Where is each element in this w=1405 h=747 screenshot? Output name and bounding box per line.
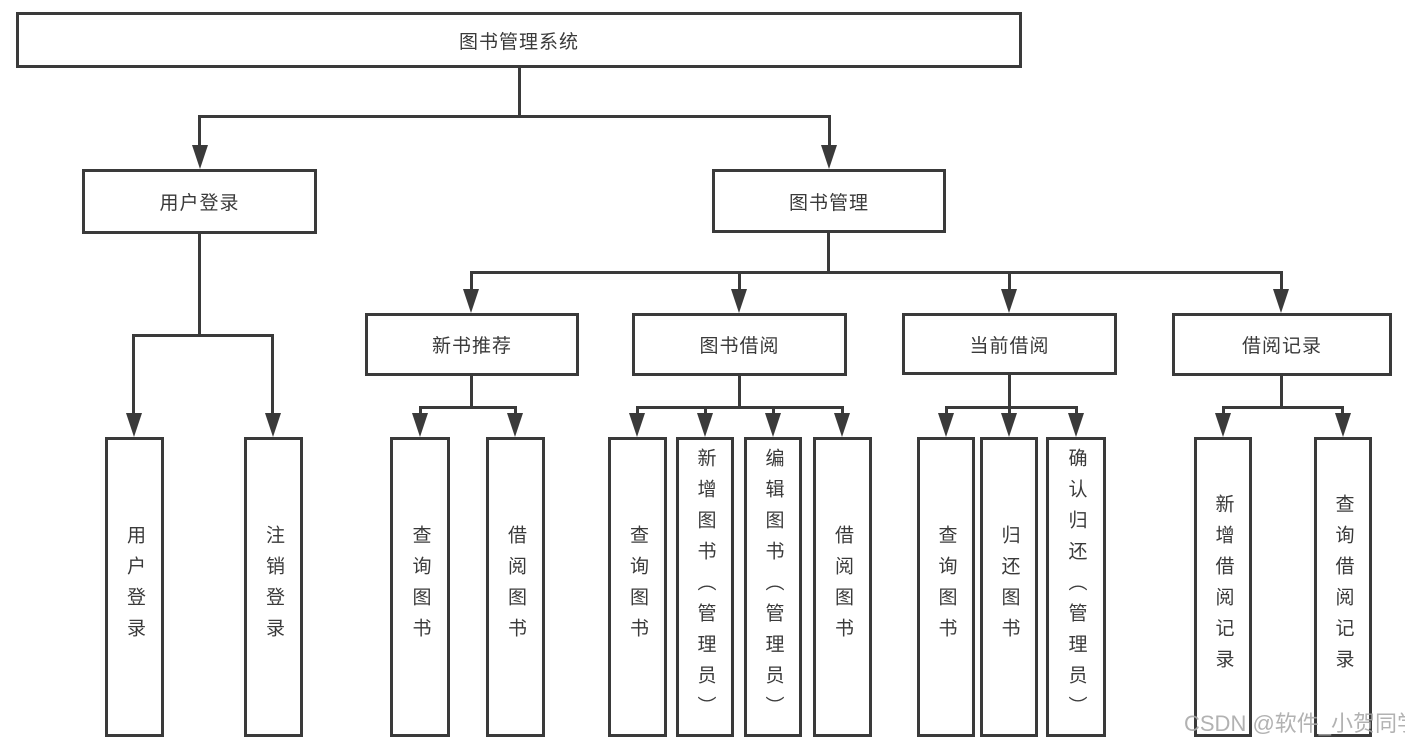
node-br-add-record: 新增借阅记录 xyxy=(1194,437,1252,737)
node-nb-borrow-books: 借阅图书 xyxy=(486,437,545,737)
node-leaf-user-login: 用户登录 xyxy=(105,437,164,737)
connector-cb-drop-2 xyxy=(1008,406,1011,415)
connector-cb-drop-1 xyxy=(945,406,948,415)
connector-nb-drop-2 xyxy=(514,406,517,415)
connector-root-stem xyxy=(518,68,521,118)
node-root: 图书管理系统 xyxy=(16,12,1022,68)
connector-book-borrow-stem xyxy=(738,376,741,409)
node-book-borrow: 图书借阅 xyxy=(632,313,847,376)
connector-drop-current-borrow xyxy=(1008,271,1011,291)
connector-user-login-drop-right xyxy=(271,334,274,415)
arrowhead-to-cb-confirm xyxy=(1068,413,1084,437)
connector-root-rail xyxy=(198,115,831,118)
arrowhead-to-bb-edit xyxy=(765,413,781,437)
connector-root-drop-right xyxy=(828,115,831,147)
node-new-books: 新书推荐 xyxy=(365,313,579,376)
connector-bb-drop-4 xyxy=(841,406,844,415)
connector-book-mgmt-rail xyxy=(470,271,1283,274)
arrowhead-to-book-borrow xyxy=(731,289,747,313)
arrowhead-to-bb-add xyxy=(697,413,713,437)
connector-current-borrow-rail xyxy=(945,406,1078,409)
connector-new-books-stem xyxy=(470,376,473,409)
arrowhead-to-borrow-records xyxy=(1273,289,1289,313)
connector-book-mgmt-stem xyxy=(827,233,830,274)
node-bb-query-books: 查询图书 xyxy=(608,437,667,737)
connector-drop-book-borrow xyxy=(738,271,741,291)
connector-user-login-rail xyxy=(132,334,274,337)
arrowhead-to-book-mgmt xyxy=(821,145,837,169)
node-bb-add-books: 新增图书（管理员） xyxy=(676,437,734,737)
connector-drop-new-books xyxy=(470,271,473,291)
connector-drop-borrow-records xyxy=(1280,271,1283,291)
arrowhead-to-leaf-logout xyxy=(265,413,281,437)
connector-user-login-drop-left xyxy=(132,334,135,415)
arrowhead-to-br-query xyxy=(1335,413,1351,437)
arrowhead-to-cb-query xyxy=(938,413,954,437)
node-cb-return-books: 归还图书 xyxy=(980,437,1038,737)
node-cb-query-books: 查询图书 xyxy=(917,437,975,737)
connector-br-drop-2 xyxy=(1341,406,1344,415)
arrowhead-to-new-books xyxy=(463,289,479,313)
arrowhead-to-br-add xyxy=(1215,413,1231,437)
connector-book-borrow-rail xyxy=(636,406,843,409)
node-borrow-records: 借阅记录 xyxy=(1172,313,1392,376)
connector-new-books-rail xyxy=(419,406,517,409)
arrowhead-to-nb-borrow xyxy=(507,413,523,437)
node-br-query-record: 查询借阅记录 xyxy=(1314,437,1372,737)
arrowhead-to-cb-return xyxy=(1001,413,1017,437)
connector-bb-drop-2 xyxy=(704,406,707,415)
node-user-login: 用户登录 xyxy=(82,169,317,234)
node-nb-query-books: 查询图书 xyxy=(390,437,450,737)
connector-bb-drop-3 xyxy=(772,406,775,415)
connector-borrow-records-rail xyxy=(1222,406,1344,409)
watermark: CSDN @软件_小贺同学 xyxy=(1184,711,1405,736)
connector-br-drop-1 xyxy=(1222,406,1225,415)
node-bb-edit-books: 编辑图书（管理员） xyxy=(744,437,802,737)
connector-bb-drop-1 xyxy=(636,406,639,415)
arrowhead-to-bb-borrow xyxy=(834,413,850,437)
connector-user-login-stem xyxy=(198,234,201,336)
node-bb-borrow-books: 借阅图书 xyxy=(813,437,872,737)
node-book-mgmt: 图书管理 xyxy=(712,169,946,233)
node-cb-confirm-return: 确认归还（管理员） xyxy=(1046,437,1106,737)
connector-current-borrow-stem xyxy=(1008,375,1011,409)
connector-root-drop-left xyxy=(198,115,201,147)
connector-cb-drop-3 xyxy=(1075,406,1078,415)
connector-nb-drop-1 xyxy=(419,406,422,415)
node-current-borrow: 当前借阅 xyxy=(902,313,1117,375)
node-leaf-logout: 注销登录 xyxy=(244,437,303,737)
arrowhead-to-leaf-user-login xyxy=(126,413,142,437)
arrowhead-to-user-login xyxy=(192,145,208,169)
connector-borrow-records-stem xyxy=(1280,376,1283,409)
arrowhead-to-current-borrow xyxy=(1001,289,1017,313)
arrowhead-to-nb-query xyxy=(412,413,428,437)
arrowhead-to-bb-query xyxy=(629,413,645,437)
